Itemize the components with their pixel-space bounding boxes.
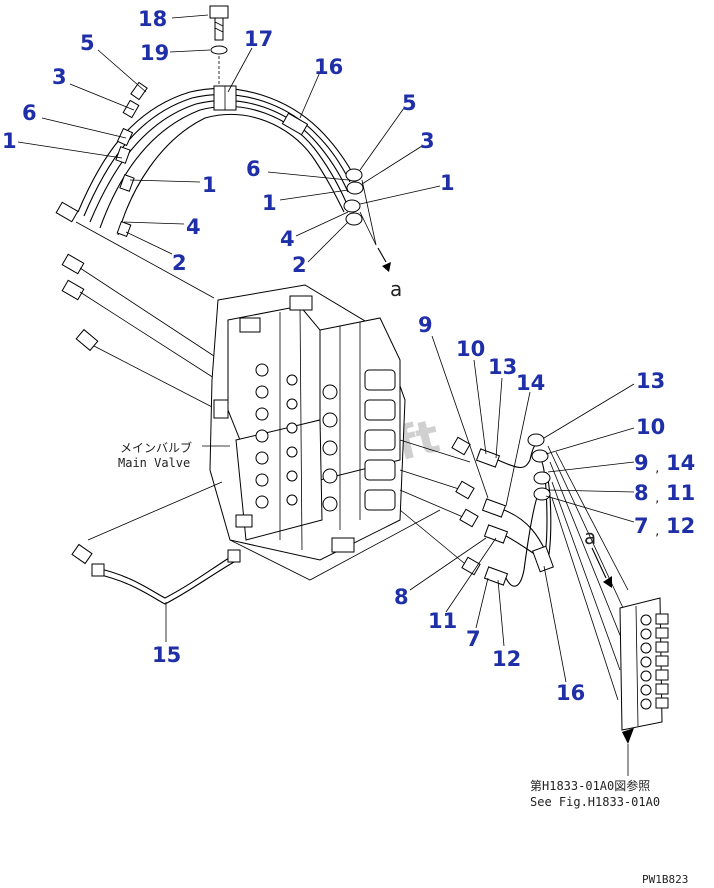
main-valve-label-en: Main Valve xyxy=(118,456,190,470)
callout-8: 8 xyxy=(394,585,409,609)
callout-9: 9 xyxy=(634,451,649,475)
callout-1: 1 xyxy=(440,171,455,195)
manifold-ports xyxy=(640,613,669,710)
callout-5: 5 xyxy=(402,91,417,115)
callout-2: 2 xyxy=(292,253,307,277)
callout-18: 18 xyxy=(138,7,167,31)
comma-separator: , xyxy=(654,525,661,538)
callout-10: 10 xyxy=(456,337,485,361)
callout-13: 13 xyxy=(488,355,517,379)
callout-7: 7 xyxy=(634,514,649,538)
ref-label-jp: 第H1833-01A0図参照 xyxy=(530,778,650,793)
callout-19: 19 xyxy=(140,41,169,65)
callout-12: 12 xyxy=(492,647,521,671)
callout-13: 13 xyxy=(636,369,665,393)
callout-numbers: 18 19 17 5 3 6 1 16 1 4 2 5 3 6 1 1 4 2 … xyxy=(2,7,695,705)
callout-14: 14 xyxy=(516,371,545,395)
right-fittings xyxy=(343,168,391,272)
view-mark-a-upper: a xyxy=(390,277,402,301)
right-hoses xyxy=(399,433,629,701)
callout-leaders xyxy=(17,14,635,683)
callout-11: 11 xyxy=(666,481,695,505)
callout-17: 17 xyxy=(244,27,273,51)
valve-ports xyxy=(213,295,396,553)
callout-2: 2 xyxy=(172,251,187,275)
view-mark-a-lower: a xyxy=(584,525,596,549)
callout-4: 4 xyxy=(186,215,201,239)
comma-separator: , xyxy=(654,492,661,505)
left-fittings xyxy=(55,81,148,352)
callout-12: 12 xyxy=(666,514,695,538)
bolt-washer xyxy=(209,5,229,86)
callout-6: 6 xyxy=(246,157,261,181)
callout-3: 3 xyxy=(420,129,435,153)
drawing-code: PW1B823 xyxy=(642,873,688,886)
main-valve-label-jp: メインバルブ xyxy=(120,440,192,455)
callout-1: 1 xyxy=(262,191,277,215)
callout-8: 8 xyxy=(634,481,649,505)
connection-leaders xyxy=(75,221,215,409)
manifold-block xyxy=(619,597,669,776)
main-valve xyxy=(209,284,441,581)
ref-label-en: See Fig.H1833-01A0 xyxy=(530,795,660,809)
callout-3: 3 xyxy=(52,65,67,89)
lower-hose-15 xyxy=(71,481,241,605)
callout-10: 10 xyxy=(636,415,665,439)
callout-1: 1 xyxy=(2,129,17,153)
callout-9: 9 xyxy=(418,313,433,337)
callout-6: 6 xyxy=(22,101,37,125)
upper-hose-bundle xyxy=(77,85,353,236)
comma-separator: , xyxy=(654,462,661,475)
callout-14: 14 xyxy=(666,451,695,475)
callout-1: 1 xyxy=(202,173,217,197)
callout-4: 4 xyxy=(280,227,295,251)
callout-16: 16 xyxy=(556,681,585,705)
callout-16: 16 xyxy=(314,55,343,79)
callout-5: 5 xyxy=(80,31,95,55)
callout-7: 7 xyxy=(466,627,481,651)
callout-15: 15 xyxy=(152,643,181,667)
callout-11: 11 xyxy=(428,609,457,633)
